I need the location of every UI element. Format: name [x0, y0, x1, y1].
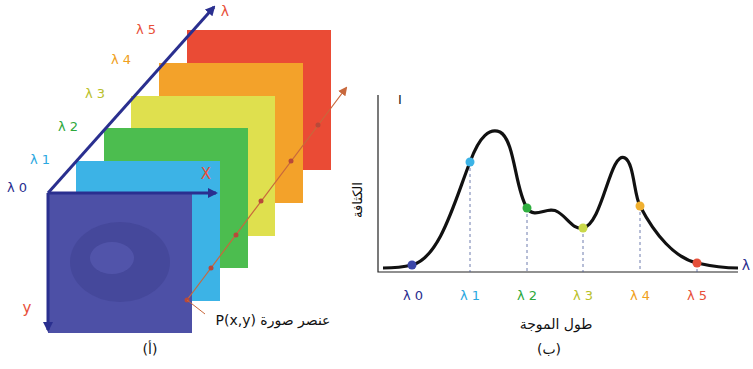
- leader-line: [187, 300, 205, 314]
- band-label: λ 0: [7, 181, 27, 195]
- axis-title: طول الموجة: [520, 317, 593, 332]
- lambda-axis: [48, 7, 214, 193]
- tick-label: λ 3: [573, 289, 593, 303]
- axis-label: λ: [742, 258, 750, 273]
- axis-label: λ: [221, 4, 229, 19]
- axis-label: X: [201, 166, 211, 183]
- layer-l0: [48, 193, 192, 333]
- band-label: λ 2: [58, 120, 78, 134]
- y-axis: [47, 193, 50, 330]
- axis-title: الكثافة: [351, 182, 365, 218]
- plot-axes: [378, 95, 738, 272]
- sample-dot: [636, 202, 645, 211]
- x-axis: [48, 192, 216, 195]
- sample-dot: [523, 204, 532, 213]
- tick-label: λ 5: [687, 289, 707, 303]
- tick-label: λ 2: [517, 289, 537, 303]
- sample-dot: [466, 158, 475, 167]
- sample-dot: [408, 261, 417, 270]
- panel-label: (أ): [143, 342, 158, 357]
- band-label: λ 3: [85, 87, 105, 101]
- pixel-label: عنصر صورة P(x,y): [216, 313, 331, 328]
- band-label: λ 5: [136, 23, 156, 37]
- spectrum-curve: [383, 131, 738, 268]
- tick-label: λ 4: [630, 289, 650, 303]
- band-label: λ 1: [30, 153, 50, 167]
- tick-label: λ 1: [460, 289, 480, 303]
- layer-texture: [90, 242, 134, 274]
- axis-label: y: [23, 300, 32, 317]
- band-label: λ 4: [111, 53, 131, 67]
- panel-label: (ب): [537, 342, 561, 357]
- drop-lines: [470, 162, 697, 272]
- sample-dot: [693, 259, 702, 268]
- tick-label: λ 0: [403, 289, 423, 303]
- layer-texture: [70, 222, 170, 302]
- sample-dot: [579, 224, 588, 233]
- axis-label: I: [398, 93, 402, 107]
- pixel-dots: [185, 123, 321, 303]
